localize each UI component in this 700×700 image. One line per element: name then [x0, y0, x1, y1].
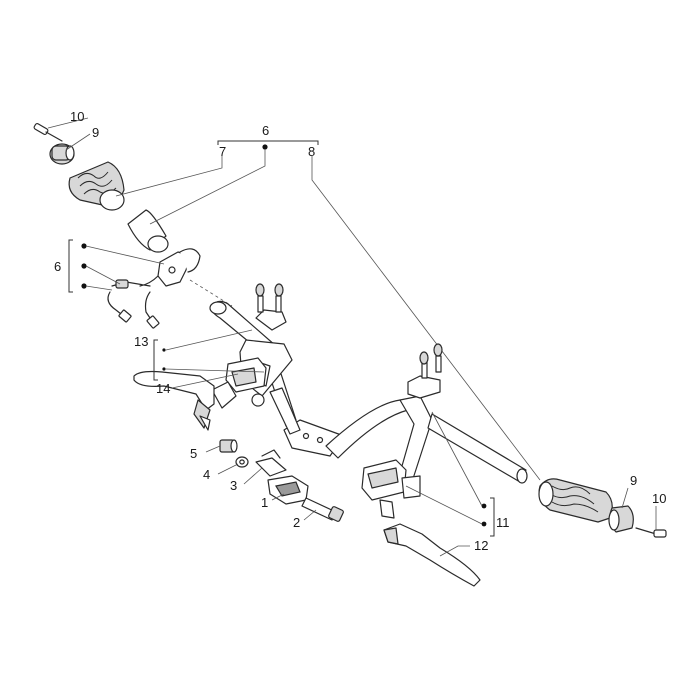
right-brake-lever [383, 523, 481, 587]
callout-10-right: 10 [652, 491, 666, 506]
frame-stem [269, 387, 301, 435]
callout-12: 12 [474, 538, 488, 553]
dot-6c [81, 283, 87, 289]
leader-1 [271, 493, 285, 501]
part-2-screw [301, 497, 344, 522]
part-1-switch-block [267, 475, 309, 505]
leader-6b [85, 265, 121, 285]
callout-1: 1 [261, 495, 268, 510]
leader-4 [217, 463, 239, 475]
dot-13b [162, 367, 166, 371]
leader-6-top [149, 150, 266, 225]
leader-7 [115, 156, 223, 197]
dot-6a [81, 243, 87, 249]
callout-6-top: 6 [262, 123, 269, 138]
callout-2: 2 [293, 515, 300, 530]
left-handlebar-grip [68, 161, 125, 211]
leader-13a [165, 329, 253, 351]
callout-5: 5 [190, 446, 197, 461]
callout-10-left: 10 [70, 109, 84, 124]
leader-2 [303, 509, 317, 521]
leader-9-right [621, 487, 629, 509]
leader-12 [439, 545, 470, 557]
leader-9-left [65, 133, 91, 151]
throttle-cables [107, 275, 160, 329]
leader-11a [431, 411, 483, 507]
callout-4: 4 [203, 467, 210, 482]
bracket-6-left [68, 239, 73, 293]
bracket-6-top [217, 140, 319, 145]
leader-13b [165, 368, 265, 373]
right-brake-master-cylinder [361, 459, 421, 519]
bracket-11 [490, 497, 495, 537]
leader-5 [205, 445, 221, 453]
dot-13a [162, 348, 166, 352]
leader-6a [85, 245, 165, 265]
part-3-switch-lever [255, 449, 287, 477]
callout-8: 8 [308, 144, 315, 159]
dot-6b [81, 263, 87, 269]
throttle-tube [127, 209, 169, 253]
callout-9-left: 9 [92, 125, 99, 140]
part-5-nut [219, 439, 238, 453]
left-bar-end-bolt [33, 123, 63, 142]
leader-3 [243, 467, 263, 485]
callout-7: 7 [219, 144, 226, 159]
callout-6-left: 6 [54, 259, 61, 274]
right-bar-end-weight [608, 505, 634, 533]
callout-11: 11 [496, 515, 510, 530]
dot-11b [481, 521, 487, 527]
right-bar-end-bolt [635, 527, 667, 538]
leader-8 [311, 156, 541, 481]
callout-13: 13 [134, 334, 148, 349]
callout-9-right: 9 [630, 473, 637, 488]
dot-6-top [262, 144, 268, 150]
left-brake-lever [133, 370, 215, 431]
callout-3: 3 [230, 478, 237, 493]
assembly-line-left [189, 279, 233, 307]
leader-6c [85, 285, 113, 291]
leader-11b [405, 485, 483, 525]
leader-10-left [47, 117, 89, 129]
leader-14 [171, 373, 239, 389]
callout-14: 14 [156, 381, 170, 396]
bracket-13 [153, 339, 158, 381]
throttle-housing [157, 248, 201, 287]
part-4-washer [235, 456, 249, 468]
right-handlebar-grip [538, 478, 613, 523]
dot-11a [481, 503, 487, 509]
left-brake-master-cylinder [211, 357, 267, 409]
